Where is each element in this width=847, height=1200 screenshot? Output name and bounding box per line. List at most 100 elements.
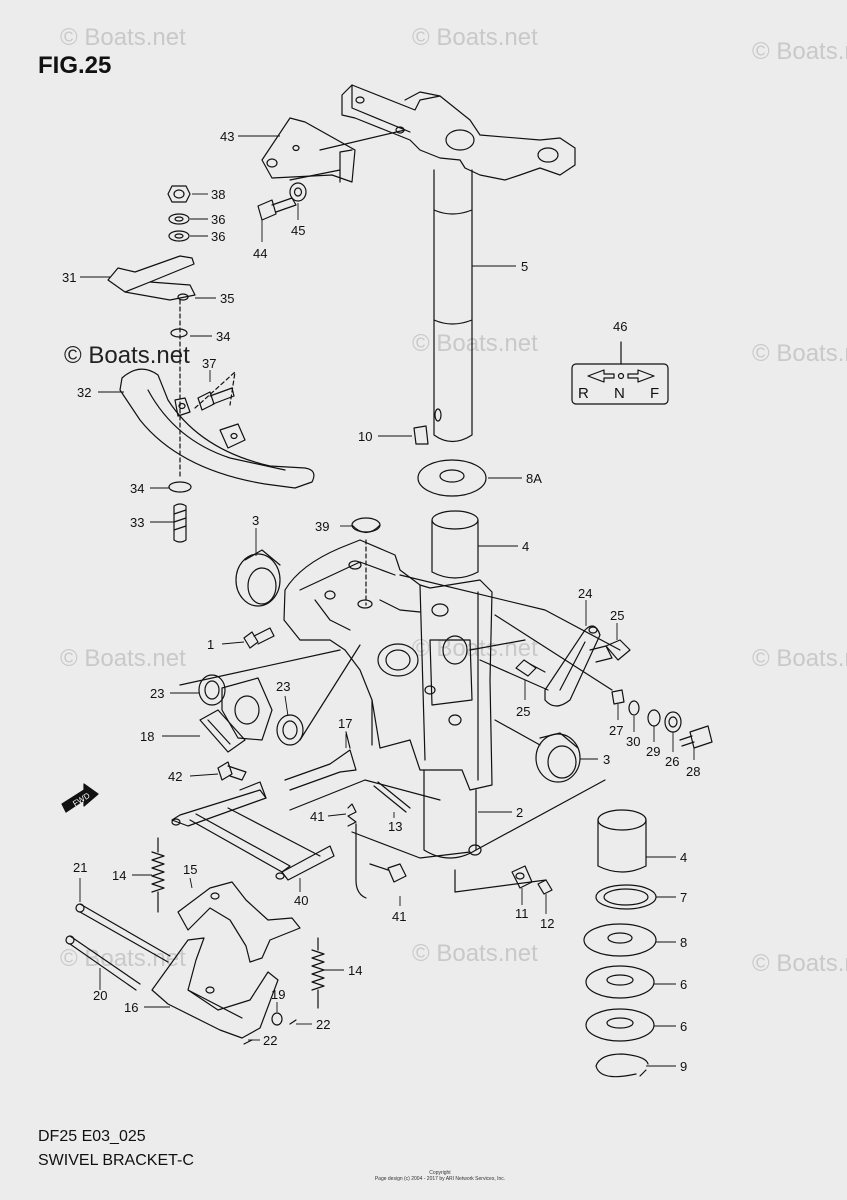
watermark: © Boats.net xyxy=(412,330,538,357)
callout-8: 8 xyxy=(680,935,687,950)
bolt-1 xyxy=(243,627,275,649)
callout-31: 31 xyxy=(62,270,76,285)
callout-14: 14 xyxy=(348,963,362,978)
bushing-3-right xyxy=(535,732,581,783)
spring-14-right xyxy=(311,937,325,1009)
callout-38: 38 xyxy=(211,187,225,202)
washer-34a xyxy=(170,328,188,338)
watermark: © Boats.net xyxy=(752,645,847,672)
plate-letter-r: R xyxy=(578,385,589,402)
rod-13 xyxy=(373,781,411,813)
plate-bracket-43 xyxy=(261,117,356,183)
callout-20: 20 xyxy=(93,988,107,1003)
callout-1: 1 xyxy=(207,637,214,652)
watermark: © Boats.net xyxy=(412,940,538,967)
bolt-44 xyxy=(257,197,297,221)
callout-22: 22 xyxy=(316,1017,330,1032)
spring-27 xyxy=(611,689,625,705)
callout-15: 15 xyxy=(183,862,197,877)
callout-26: 26 xyxy=(665,754,679,769)
bushing-4-upper xyxy=(431,510,479,579)
bolt-25a xyxy=(589,639,631,663)
rod-21 xyxy=(75,903,171,963)
bushing-3-left xyxy=(235,549,281,607)
watermark-dark: © Boats.net xyxy=(64,342,190,369)
callout-13: 13 xyxy=(388,819,402,834)
callout-36: 36 xyxy=(211,212,225,227)
callout-14: 14 xyxy=(112,868,126,883)
callout-37: 37 xyxy=(202,356,216,371)
washer-29 xyxy=(647,709,661,727)
callout-43: 43 xyxy=(220,129,234,144)
bolt-41b xyxy=(369,863,407,883)
watermark: © Boats.net xyxy=(60,945,186,972)
plate-letter-n: N xyxy=(614,385,625,402)
callout-25: 25 xyxy=(610,608,624,623)
callout-4: 4 xyxy=(680,850,687,865)
bolt-37 xyxy=(197,387,235,411)
watermark: © Boats.net xyxy=(752,38,847,65)
figure-title: FIG.25 xyxy=(38,52,112,79)
watermark: © Boats.net xyxy=(60,645,186,672)
direction-plate-46 xyxy=(571,341,669,405)
callout-12: 12 xyxy=(540,916,554,931)
fwd-arrow-icon xyxy=(61,783,99,813)
swivel-bracket xyxy=(283,539,493,791)
callout-39: 39 xyxy=(315,519,329,534)
callout-2: 2 xyxy=(516,805,523,820)
callout-41: 41 xyxy=(310,809,324,824)
callout-46: 46 xyxy=(613,319,627,334)
steering-arm xyxy=(341,84,576,181)
bushing-23-right xyxy=(276,714,304,746)
copyright-line: Page design (c) 2004 - 2017 by ARI Netwo… xyxy=(374,1176,506,1182)
callout-8A: 8A xyxy=(526,471,542,486)
callout-5: 5 xyxy=(521,259,528,274)
callout-35: 35 xyxy=(220,291,234,306)
callout-3: 3 xyxy=(252,513,259,528)
bushing-4-lower xyxy=(597,809,647,873)
washer-19 xyxy=(271,1012,283,1026)
callout-4: 4 xyxy=(522,539,529,554)
thrust-washer-8A xyxy=(417,459,487,497)
bushing-23-left xyxy=(198,674,226,706)
callout-25: 25 xyxy=(516,704,530,719)
copyright-notice: Copyright Page design (c) 2004 - 2017 by… xyxy=(370,1170,510,1182)
swivel-tube-2 xyxy=(423,769,482,859)
callout-7: 7 xyxy=(680,890,687,905)
callout-3: 3 xyxy=(603,752,610,767)
washer-36a xyxy=(168,213,190,225)
bolt-12 xyxy=(537,879,553,895)
spring-14-left xyxy=(151,837,165,913)
callout-6: 6 xyxy=(680,1019,687,1034)
cover-18 xyxy=(199,677,273,753)
washer-34b xyxy=(168,481,192,493)
callout-44: 44 xyxy=(253,246,267,261)
spacer-30 xyxy=(628,700,640,716)
callout-33: 33 xyxy=(130,515,144,530)
model-code: DF25 E03_025 xyxy=(38,1128,146,1145)
callout-16: 16 xyxy=(124,1000,138,1015)
spring-41a xyxy=(347,803,367,899)
collar-11 xyxy=(511,865,533,889)
callout-27: 27 xyxy=(609,723,623,738)
pin-33 xyxy=(173,503,187,543)
callout-10: 10 xyxy=(358,429,372,444)
callout-6: 6 xyxy=(680,977,687,992)
washer-36b xyxy=(168,230,190,242)
callout-17: 17 xyxy=(338,716,352,731)
bolt-42 xyxy=(217,761,247,781)
callout-34: 34 xyxy=(130,481,144,496)
washer-6b xyxy=(585,1008,655,1042)
callout-42: 42 xyxy=(168,769,182,784)
tilt-arc-plate-32 xyxy=(119,368,315,489)
key-10 xyxy=(413,425,429,445)
callout-36: 36 xyxy=(211,229,225,244)
callout-9: 9 xyxy=(680,1059,687,1074)
cap-39 xyxy=(351,517,381,609)
callout-28: 28 xyxy=(686,764,700,779)
callout-19: 19 xyxy=(271,987,285,1002)
washer-8 xyxy=(583,923,657,957)
watermark: © Boats.net xyxy=(412,24,538,51)
